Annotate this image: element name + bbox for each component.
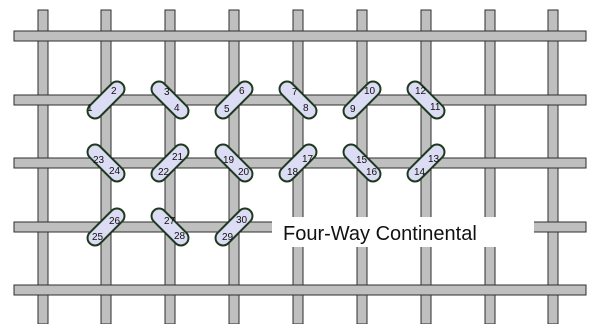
stitch-start-number: 23 [93, 155, 105, 166]
stitch: 23 24 [86, 143, 126, 183]
stitch-shape [150, 207, 190, 247]
stitch-start-number: 3 [164, 87, 170, 98]
stitch-end-number: 10 [364, 86, 376, 97]
stitch-shape [214, 143, 254, 183]
stitch-start-number: 17 [302, 154, 314, 165]
stitch-end-number: 16 [366, 167, 378, 178]
stitch-shape [86, 80, 126, 120]
diagram-title-group: Four-Way Continental [272, 217, 534, 247]
stitch-end-number: 28 [174, 231, 186, 242]
stitch-shape [342, 80, 382, 120]
diagram-title: Four-Way Continental [283, 223, 477, 245]
stitch: 56 [214, 80, 254, 120]
stitch-end-number: 4 [174, 103, 180, 114]
stitch-start-number: 5 [224, 104, 230, 115]
stitch-end-number: 26 [109, 216, 121, 227]
stitch-start-number: 7 [292, 87, 298, 98]
stitch: 12 [86, 80, 126, 120]
stitch-start-number: 29 [222, 232, 234, 243]
stitch: 25 26 [86, 207, 126, 247]
stitch-shape [214, 80, 254, 120]
horizontal-thread [13, 30, 587, 42]
stitch-shape [86, 207, 126, 247]
stitch-end-number: 2 [111, 86, 117, 97]
stitch-end-number: 20 [238, 167, 250, 178]
stitch-start-number: 19 [223, 155, 235, 166]
horizontal-thread [13, 284, 587, 296]
stitch-shape [406, 80, 446, 120]
stitch-shape [86, 143, 126, 183]
stitch-start-number: 27 [164, 216, 176, 227]
stitch-shape [150, 143, 190, 183]
stitch-start-number: 13 [428, 154, 440, 165]
stitch-end-number: 8 [303, 103, 309, 114]
stitch-end-number: 22 [158, 167, 170, 178]
stitch-end-number: 12 [415, 86, 427, 97]
stitch-end-number: 30 [236, 215, 248, 226]
stitch-end-number: 14 [414, 167, 426, 178]
stitch: 78 [278, 80, 318, 120]
stitch-end-number: 6 [239, 86, 245, 97]
stitch-start-number: 11 [430, 102, 441, 113]
stitch: 34 [150, 80, 190, 120]
stitch-shape [278, 80, 318, 120]
stitch-start-number: 15 [356, 155, 368, 166]
stitch-shape [278, 143, 318, 183]
stitch-end-number: 24 [109, 166, 121, 177]
stitch-start-number: 21 [172, 152, 184, 163]
stitch-start-number: 9 [350, 104, 356, 115]
stitch-start-number: 1 [87, 103, 93, 114]
diagram-title-background [272, 217, 534, 247]
stitch: 9 10 [342, 80, 382, 120]
stitch-shape [342, 143, 382, 183]
stitch-shape [214, 207, 254, 247]
stitch-end-number: 18 [287, 167, 299, 178]
stitch-shape [406, 143, 446, 183]
stitch-shape [150, 80, 190, 120]
stitch-start-number: 25 [92, 232, 104, 243]
